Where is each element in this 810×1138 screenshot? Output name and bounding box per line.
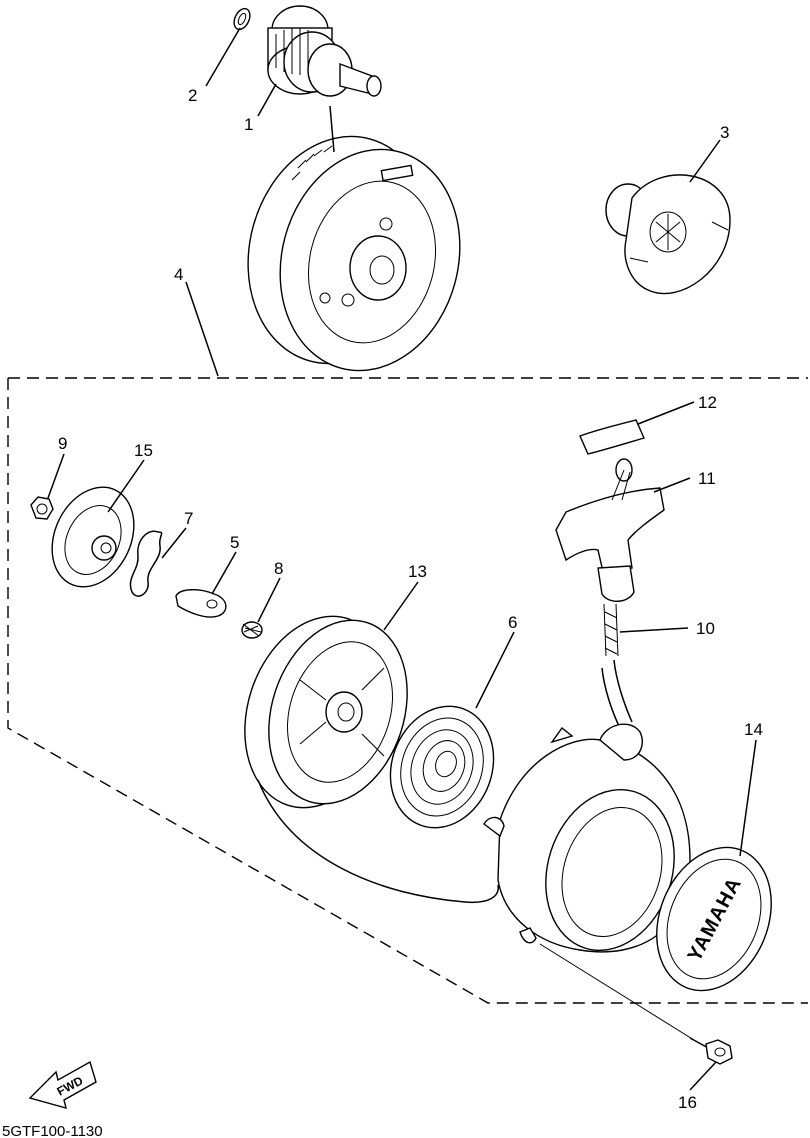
callout-15: 15 xyxy=(134,441,153,460)
part-spiral-spring xyxy=(389,705,495,829)
callout-1: 1 xyxy=(244,115,253,134)
callout-11: 11 xyxy=(698,469,716,488)
part-pawl xyxy=(175,589,227,618)
assembly-boundary-dashed xyxy=(7,377,808,1004)
bolt-alignment-line xyxy=(539,943,695,1041)
callout-5: 5 xyxy=(230,533,239,552)
starter-rope-handle-side-2 xyxy=(613,659,633,723)
leader-lines xyxy=(47,27,757,1091)
callout-16: 16 xyxy=(678,1093,697,1112)
callout-10: 10 xyxy=(696,619,715,638)
part-starter-shaft xyxy=(267,5,382,97)
starter-rope-handle-side xyxy=(601,667,621,729)
callout-12: 12 xyxy=(698,393,717,412)
callout-8: 8 xyxy=(274,559,283,578)
fwd-arrow-icon: FWD xyxy=(28,1060,97,1109)
part-pulley-drum xyxy=(244,615,408,809)
callout-13: 13 xyxy=(408,562,427,581)
part-starter-case xyxy=(483,723,691,953)
callout-14: 14 xyxy=(744,720,763,739)
part-rope xyxy=(603,603,619,657)
callout-2: 2 xyxy=(188,86,197,105)
starter-rope xyxy=(257,779,499,904)
callout-6: 6 xyxy=(508,613,517,632)
part-spring-clip xyxy=(129,530,163,597)
part-handle-cap xyxy=(579,419,645,455)
drawing-code: 5GTF100-1130 xyxy=(2,1123,103,1138)
part-drive-cam xyxy=(605,174,731,295)
part-spring xyxy=(241,621,263,639)
part-bolt xyxy=(689,1037,733,1065)
part-nut xyxy=(30,496,54,520)
callout-3: 3 xyxy=(720,123,729,142)
part-emblem: YAMAHA xyxy=(656,846,772,992)
callout-9: 9 xyxy=(58,434,67,453)
callout-7: 7 xyxy=(184,509,193,528)
part-friction-plate xyxy=(51,486,135,588)
part-handle xyxy=(555,458,665,602)
part-flywheel xyxy=(247,135,461,372)
part-washer xyxy=(233,7,251,31)
callout-4: 4 xyxy=(174,265,183,284)
